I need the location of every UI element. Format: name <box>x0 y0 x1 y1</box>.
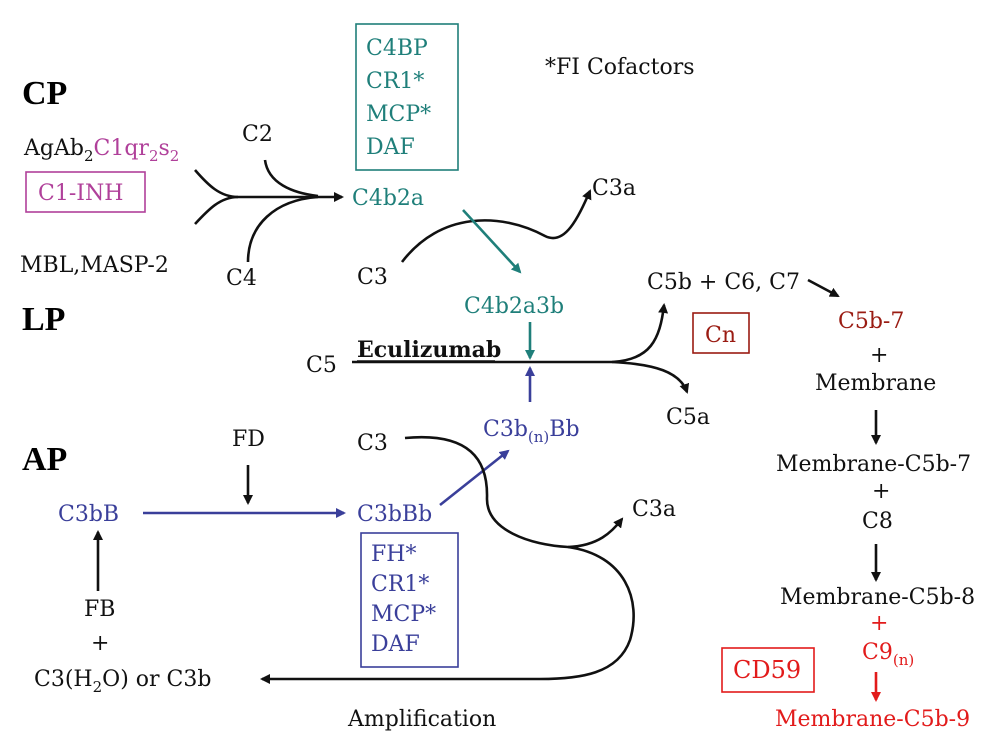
agab-c1-complex: AgAb2C1qr2s2 <box>23 136 179 165</box>
c5b7-formation-arrow <box>807 278 840 298</box>
c5b7-label: C5b-7 <box>838 309 904 334</box>
cd59-label: CD59 <box>733 656 801 684</box>
cn-box <box>692 312 750 354</box>
mbl-masp2-label: MBL,MASP-2 <box>20 253 169 278</box>
c9n-label: C9(n) <box>862 640 914 669</box>
cp-c3-cleavage-arc <box>400 189 592 263</box>
cp-regulators-box <box>355 23 459 171</box>
fi-cofactors-note: *FI Cofactors <box>545 55 695 80</box>
ap-regulator-mcp: MCP* <box>371 602 436 627</box>
amplification-loop-arrow <box>260 545 635 684</box>
c5b-branch-arrow <box>611 303 669 364</box>
lower-initiator-curve <box>194 195 239 225</box>
c3bbb-label: C3bBb <box>357 502 432 527</box>
c5b-c6-c7-label: C5b + C6, C7 <box>647 270 800 295</box>
fb-label: FB <box>84 597 115 622</box>
ap-regulators-box <box>360 532 459 668</box>
eculizumab-label: Eculizumab <box>357 337 501 363</box>
c5-convertase-cp-arrow <box>462 209 522 274</box>
lp-label: LP <box>22 301 65 338</box>
cp-regulator-c4bp: C4BP <box>366 36 428 61</box>
cp-regulator-daf: DAF <box>366 135 415 160</box>
c3bbb-to-c3bnbb-arrow <box>439 449 510 507</box>
c3bnbb-label: C3b(n)Bb <box>483 417 580 446</box>
membrane-c5b7-label: Membrane-C5b-7 <box>776 452 971 477</box>
c8-label: C8 <box>862 509 893 534</box>
plus-fb: + <box>91 631 109 656</box>
ap-c3a-label: C3a <box>632 497 676 522</box>
upper-initiator-curve <box>194 169 239 199</box>
cp-c3-label: C3 <box>357 265 388 290</box>
c1-inh-box <box>25 171 146 213</box>
c3-h2o-or-c3b-label: C3(H2O) or C3b <box>34 667 211 696</box>
cp-regulator-cr1: CR1* <box>366 69 424 94</box>
plus-c9: + <box>870 611 888 636</box>
c5-label: C5 <box>306 353 337 378</box>
membrane-c5b8-label: Membrane-C5b-8 <box>780 585 975 610</box>
cd59-box <box>721 647 815 693</box>
ap-regulator-fh: FH* <box>371 542 416 567</box>
cp-label: CP <box>22 75 67 112</box>
plus-c8: + <box>872 479 890 504</box>
cp-regulator-mcp: MCP* <box>366 102 431 127</box>
ap-c3-label: C3 <box>357 431 388 456</box>
c3bb-label: C3bB <box>58 502 119 527</box>
membrane-c5b9-label: Membrane-C5b-9 <box>775 707 970 732</box>
cn-label: Cn <box>705 323 736 348</box>
ap-label: AP <box>22 441 67 478</box>
plus-membrane: + <box>870 343 888 368</box>
c4b2a3b-label: C4b2a3b <box>464 294 564 319</box>
ap-regulator-daf: DAF <box>371 632 420 657</box>
amplification-label: Amplification <box>347 707 496 732</box>
fd-label: FD <box>232 427 265 452</box>
c4b2a-label: C4b2a <box>352 186 424 211</box>
c1-inh-label: C1-INH <box>38 181 123 206</box>
c4-curve <box>246 195 319 263</box>
ap-c3-cleavage-curve <box>404 435 624 549</box>
c2-curve <box>263 159 319 198</box>
c5a-branch-arrow <box>611 360 690 394</box>
c2-label: C2 <box>242 122 273 147</box>
c4-label: C4 <box>226 266 257 291</box>
c5a-label: C5a <box>666 405 710 430</box>
ap-regulator-cr1: CR1* <box>371 572 429 597</box>
cp-c3a-label: C3a <box>592 176 636 201</box>
membrane-label: Membrane <box>815 371 936 396</box>
